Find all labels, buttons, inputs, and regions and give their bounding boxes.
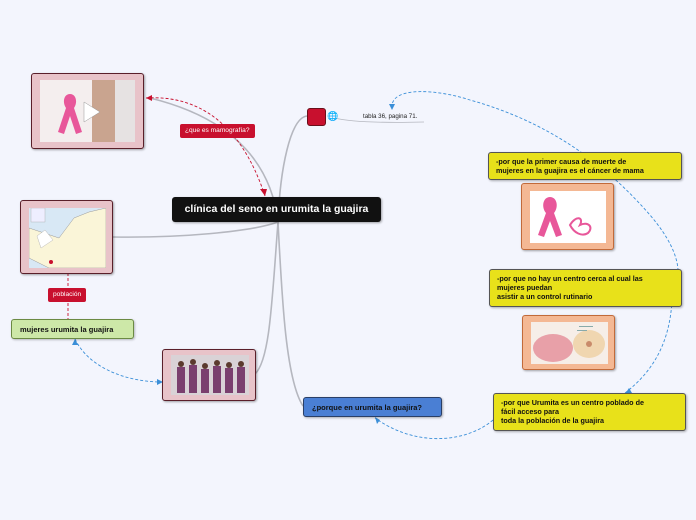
reason-no-center-topic[interactable]: -por que no hay un centro cerca al cual … <box>489 269 682 307</box>
reason-accessible-topic[interactable]: -por que Urumita es un centro poblado de… <box>493 393 686 431</box>
population-link-label[interactable]: población <box>48 288 87 303</box>
video-thumbnail[interactable] <box>31 73 144 149</box>
resource-node[interactable] <box>307 108 326 126</box>
pink-ribbon-icon <box>530 191 606 243</box>
exam-illustration <box>531 322 608 364</box>
branch-to-photo <box>254 221 279 375</box>
globe-icon[interactable]: 🌐 <box>327 111 339 121</box>
reason-breast-cancer-topic[interactable]: -por que la primer causa de muerte de mu… <box>488 152 682 180</box>
reason3-line2: fácil acceso para <box>501 407 559 416</box>
table-reference-label: tabla 36, pagina 71. <box>363 113 418 120</box>
map-image[interactable] <box>20 200 113 274</box>
women-group-photo[interactable] <box>162 349 256 401</box>
reason1-line1: -por que la primer causa de muerte de <box>496 157 627 166</box>
play-icon <box>83 101 101 123</box>
reason2-line2: mujeres puedan <box>497 283 553 292</box>
why-urumita-topic[interactable]: ¿porque en urumita la guajira? <box>303 397 442 417</box>
reason3-line3: toda la población de la guajira <box>501 416 605 425</box>
branch-to-question <box>277 221 304 407</box>
breast-exam-image[interactable] <box>522 315 615 370</box>
branch-to-map <box>112 221 279 238</box>
reason2-line3: asistir a un control rutinario <box>497 292 593 301</box>
central-topic[interactable]: clínica del seno en urumita la guajira <box>172 197 381 222</box>
mammography-link-label[interactable]: ¿que es mamografía? <box>180 124 255 139</box>
women-urumita-topic[interactable]: mujeres urumita la guajira <box>11 319 134 339</box>
guajira-map <box>29 208 106 268</box>
reason1-line2: mujeres en la guajira es el cáncer de ma… <box>496 166 644 175</box>
pink-ribbon-image[interactable] <box>521 183 614 250</box>
reason2-line1: -por que no hay un centro cerca al cual … <box>497 274 643 283</box>
pink-ribbon-video-image <box>40 80 135 142</box>
reason3-line1: -por que Urumita es un centro poblado de <box>501 398 644 407</box>
group-photo-image <box>171 355 249 395</box>
